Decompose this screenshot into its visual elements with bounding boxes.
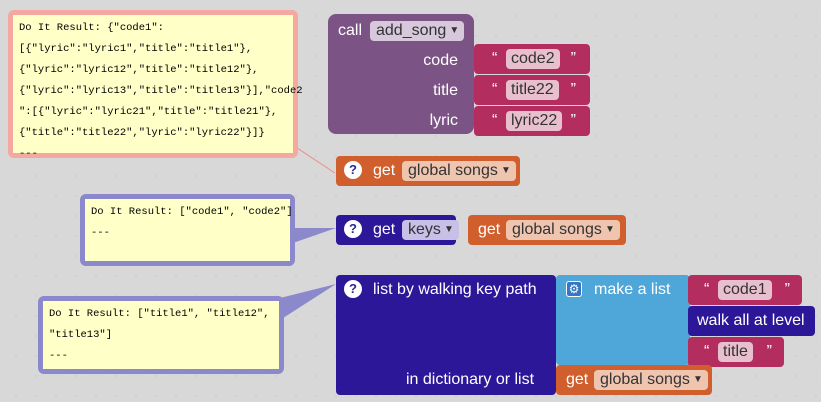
dropdown-arrow-icon: ▼ <box>500 165 511 176</box>
get-keys-block[interactable]: ? get keys▼ <box>336 215 459 245</box>
help-icon[interactable]: ? <box>344 220 362 238</box>
variable-dropdown[interactable]: global songs▼ <box>594 370 708 390</box>
walk-all-label: walk all at level <box>697 312 805 329</box>
quote-close: ” <box>570 112 576 129</box>
text-block-code1[interactable]: “ code1 ” <box>688 275 802 305</box>
help-icon[interactable]: ? <box>344 280 362 298</box>
quote-open: “ <box>492 81 498 98</box>
text-value-lyric[interactable]: lyric22 <box>506 111 563 131</box>
text-value-title-key[interactable]: title <box>718 342 753 362</box>
help-icon[interactable]: ? <box>344 161 362 179</box>
dropdown-arrow-icon: ▼ <box>604 224 615 235</box>
get-label: get <box>373 221 396 238</box>
procedure-dropdown[interactable]: add_song▼ <box>370 21 465 41</box>
quote-open: “ <box>704 343 710 360</box>
get-label: get <box>478 221 501 238</box>
in-dictionary-label: in dictionary or list <box>406 371 535 388</box>
call-add-song-block[interactable]: call add_song▼ code title lyric <box>328 14 474 134</box>
dropdown-arrow-icon: ▼ <box>449 25 460 36</box>
text-value-title[interactable]: title22 <box>506 80 559 100</box>
comment3-frame[interactable]: Do It Result: ["title1", "title12","titl… <box>38 296 284 374</box>
comment1-text: Do It Result: {"code1":[{"lyric":"lyric1… <box>13 15 303 160</box>
param-label-lyric: lyric <box>429 112 458 129</box>
comment2-frame[interactable]: Do It Result: ["code1", "code2"]--- <box>80 194 295 266</box>
get-label: get <box>566 371 589 388</box>
get-label: get <box>373 162 396 179</box>
make-a-list-block[interactable]: ⚙ make a list <box>556 275 690 365</box>
method-dropdown[interactable]: keys▼ <box>402 220 459 240</box>
comment3-text: Do It Result: ["title1", "title12","titl… <box>43 301 279 369</box>
quote-open: “ <box>704 281 710 298</box>
walk-all-at-level-block[interactable]: walk all at level <box>688 306 815 336</box>
walk-key-path-block[interactable]: ? list by walking key path in dictionary… <box>336 275 556 395</box>
text-value-code1[interactable]: code1 <box>718 280 772 300</box>
quote-close: ” <box>784 281 790 298</box>
text-block-code[interactable]: “ code2 ” <box>474 44 590 74</box>
variable-dropdown[interactable]: global songs▼ <box>402 161 516 181</box>
comment3-pointer <box>272 284 336 320</box>
get-global-songs-block-3[interactable]: get global songs▼ <box>556 365 712 395</box>
dropdown-arrow-icon: ▼ <box>444 224 454 235</box>
quote-close: ” <box>570 50 576 67</box>
text-block-lyric[interactable]: “ lyric22 ” <box>474 106 590 136</box>
text-block-title[interactable]: “ title22 ” <box>474 75 590 105</box>
quote-open: “ <box>492 112 498 129</box>
quote-close: ” <box>766 343 772 360</box>
make-list-label: make a list <box>594 281 671 298</box>
param-label-title: title <box>433 82 458 99</box>
gear-icon[interactable]: ⚙ <box>566 281 582 297</box>
get-global-songs-block-2[interactable]: get global songs▼ <box>468 215 626 245</box>
call-label: call <box>338 22 363 39</box>
quote-close: ” <box>570 81 576 98</box>
variable-dropdown[interactable]: global songs▼ <box>506 220 620 240</box>
text-block-title-key[interactable]: “ title ” <box>688 337 784 367</box>
comment2-text: Do It Result: ["code1", "code2"]--- <box>85 199 293 261</box>
get-global-songs-block-1[interactable]: ? get global songs▼ <box>336 156 520 186</box>
param-label-code: code <box>423 52 458 69</box>
comment1-frame[interactable]: Do It Result: {"code1":[{"lyric":"lyric1… <box>8 10 303 160</box>
text-value-code[interactable]: code2 <box>506 49 560 69</box>
walk-label: list by walking key path <box>373 281 537 298</box>
comment2-pointer <box>285 228 336 244</box>
quote-open: “ <box>492 50 498 67</box>
dropdown-arrow-icon: ▼ <box>692 374 703 385</box>
